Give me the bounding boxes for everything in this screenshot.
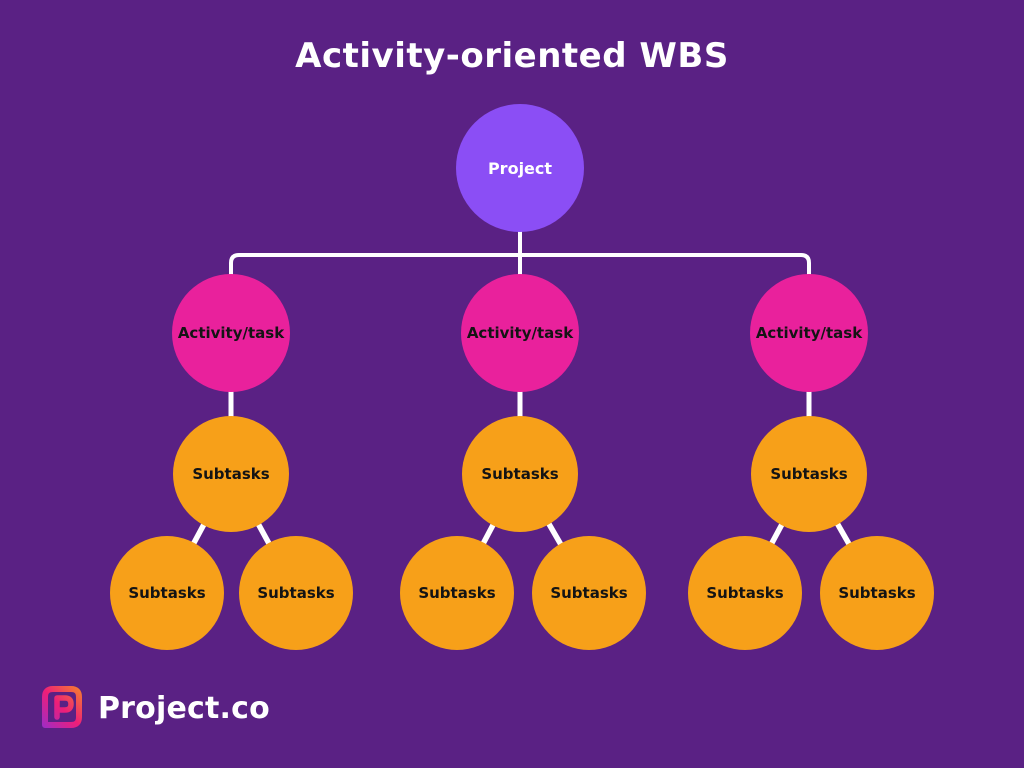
- page-title: Activity-oriented WBS: [295, 36, 729, 76]
- project-co-p-icon: [42, 686, 82, 728]
- node-leaf-label: Subtasks: [550, 584, 628, 602]
- node-leaf-label: Subtasks: [706, 584, 784, 602]
- node-project-label: Project: [487, 158, 553, 178]
- node-project: Project: [456, 104, 584, 232]
- node-subtask-label: Subtasks: [770, 465, 848, 483]
- node-activity-label: Activity/task: [466, 324, 574, 342]
- node-subtask-3: Subtasks: [751, 416, 867, 532]
- node-leaf-label: Subtasks: [418, 584, 496, 602]
- node-activity-label: Activity/task: [755, 324, 863, 342]
- node-activity-label: Activity/task: [177, 324, 285, 342]
- node-leaf-label: Subtasks: [128, 584, 206, 602]
- node-leaf-1b: Subtasks: [239, 536, 353, 650]
- node-subtask-label: Subtasks: [192, 465, 270, 483]
- node-leaf-3b: Subtasks: [820, 536, 934, 650]
- node-activity-3: Activity/task: [750, 274, 868, 392]
- node-subtask-1: Subtasks: [173, 416, 289, 532]
- node-leaf-label: Subtasks: [257, 584, 335, 602]
- node-leaf-3a: Subtasks: [688, 536, 802, 650]
- node-leaf-2b: Subtasks: [532, 536, 646, 650]
- node-leaf-1a: Subtasks: [110, 536, 224, 650]
- node-subtask-2: Subtasks: [462, 416, 578, 532]
- project-co-logo: Project.co: [38, 684, 270, 732]
- logo-text: Project.co: [98, 690, 270, 726]
- node-activity-2: Activity/task: [461, 274, 579, 392]
- node-leaf-2a: Subtasks: [400, 536, 514, 650]
- node-activity-1: Activity/task: [172, 274, 290, 392]
- node-subtask-label: Subtasks: [481, 465, 559, 483]
- node-leaf-label: Subtasks: [838, 584, 916, 602]
